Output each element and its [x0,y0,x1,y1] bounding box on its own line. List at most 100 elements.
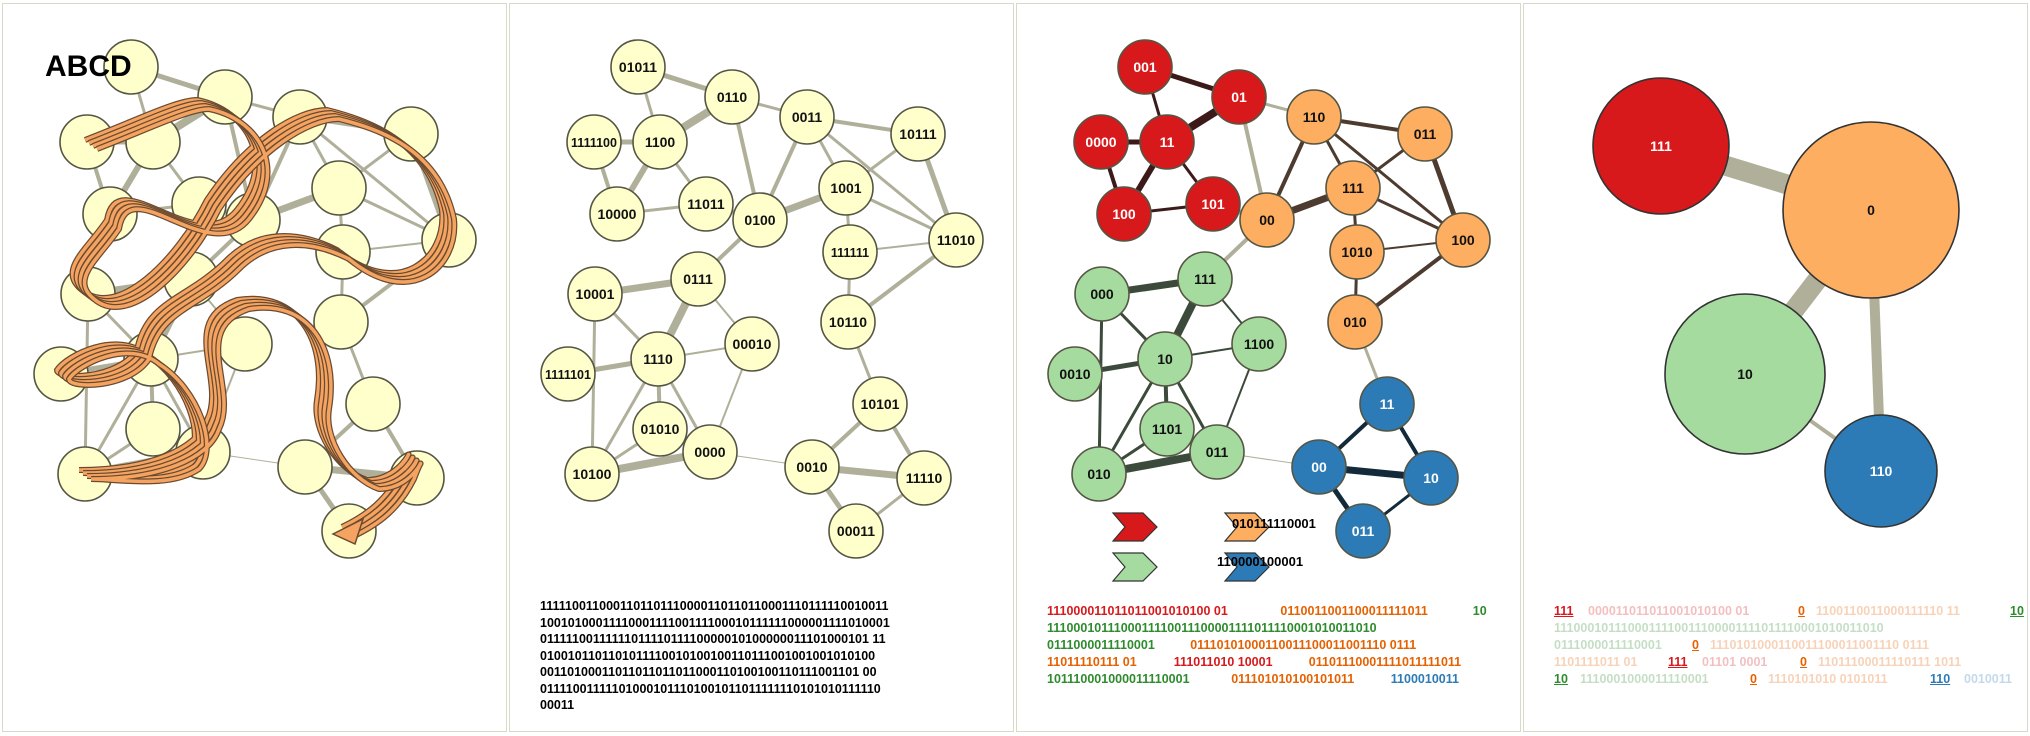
node-label: 0010 [1059,366,1090,382]
faded-segment: 11011100011110111 1011 [1818,655,1962,669]
node-label: 10111 [899,126,937,142]
node-label: 11011 [687,196,725,212]
node-label: 10001 [576,286,615,302]
node-label: 011 [1352,523,1375,539]
community-token: 10 [1554,672,1568,686]
sequence-line: 00011 [540,698,575,712]
node-label: 010 [1087,466,1111,482]
node-label: 111 [1650,138,1672,154]
graph-edge [299,115,450,242]
graph-node: 010 [1327,294,1383,350]
encoded-sequence: 1111100110001101101110000110110110001110… [540,598,1000,714]
faded-segment: 0111000011110001 [1554,638,1662,652]
graph-edge [1313,115,1464,242]
faded-segment: 1110101000110011100011001110 0111 [1710,638,1930,652]
node-label: 110 [1303,109,1326,125]
graph-node: 10001 [567,266,623,322]
node-label: 10 [1157,351,1173,367]
graph-node: 101 [1185,176,1241,232]
graph-node: 011 [1189,424,1245,480]
graph-node: 1110 [630,331,686,387]
node-label: 11 [1160,134,1175,150]
node-label: 1111101 [545,368,591,382]
node-label: 101 [1201,196,1225,212]
node-label: 1001 [830,180,861,196]
graph-node [103,39,159,95]
graph-node: 10000 [589,186,645,242]
graph-node [345,376,401,432]
graph-node: 0100 [732,192,788,248]
node-label: 111111 [831,246,869,260]
node-label: 01011 [619,59,657,75]
walk-path [53,96,458,539]
graph-node: 1101 [1139,401,1195,457]
community-token: 0 [1798,604,1805,618]
graph-node: 1001 [818,160,874,216]
node-label: 11010 [937,232,975,248]
node-label: 10000 [598,206,637,222]
faded-segment: 000011011011001010100 01 [1588,604,1750,618]
node-label: 10 [1737,366,1753,382]
graph-node: 0000 [682,424,738,480]
graph-node: 0010 [1047,346,1103,402]
node-label: 010 [1343,314,1367,330]
node-label: 0010 [796,459,827,475]
node-label: 0100 [744,212,775,228]
graph-node: 00 [1291,439,1347,495]
walk-graph [33,39,477,559]
sequence-segment: 1110001011100011110011100001111011110001… [1047,621,1377,635]
node-label: 11110 [906,470,943,486]
community-token: 110 [1930,672,1951,686]
community-token: 0 [1750,672,1757,686]
graph-node: 10101 [852,376,908,432]
legend-label-blue: 110000100001 [1217,554,1304,569]
sequence-segment: 111000011011011001010100 01 [1047,604,1228,618]
sequence-line: 1001010001111000111100111100010111111000… [540,615,890,630]
graph-node: 1100 [632,114,688,170]
sequence-line: 1111100110001101101110000110110110001110… [540,599,889,613]
node-label: 100 [1112,206,1136,222]
graph-node: 100 [1435,212,1491,268]
node-label: 1110 [643,351,673,367]
graph-node: 0010 [784,439,840,495]
graph-node: 11 [1359,376,1415,432]
legend-chevron-icon [1223,512,1270,542]
node-label: 111 [1342,180,1364,196]
graph-node: 10110 [820,294,876,350]
graph-node: 0111 [670,251,726,307]
graph-node: 11110 [896,450,952,506]
node-label: 100 [1451,232,1475,248]
sequence-line: 0111110011111101111011110000010100000011… [540,632,886,646]
node-label: 0000 [694,444,725,460]
sequence-segment: 111011010 10001 [1173,655,1273,669]
graph-node: 1010 [1329,224,1385,280]
sequence-segment: 11011110111 01 [1047,655,1137,669]
sequence-line: 0011010001101101101101100011010010011011… [540,665,877,679]
graph-node: 10111 [890,106,946,162]
node-label: 00 [1311,459,1327,475]
graph-node: 10 [1403,450,1459,506]
node-label: 11 [1380,396,1395,412]
node-label: 10100 [573,466,612,482]
node-label: 10110 [829,314,867,330]
sequence-segment: 101110001000011110001 [1047,672,1190,686]
node-label: 0111 [683,271,713,287]
sequence-segment: 01110101000110011100011001110 0111 [1190,638,1417,652]
node-label: 1100 [1244,336,1275,352]
sequence-line: 0100101101101011110010100100110111001001… [540,648,876,663]
legend-chevron-icon [1111,512,1158,542]
graph-node: 111111 [822,224,878,280]
graph-node: 10 [1137,331,1193,387]
faded-segment: 1101111011 01 [1554,655,1638,669]
node-label: 0000 [1085,134,1116,150]
node-label: 1100 [645,134,676,150]
graph-node: 11010 [928,212,984,268]
graph-node: 11 [1139,114,1195,170]
community-token: 111 [1668,655,1688,669]
graph-node: 00 [1239,192,1295,248]
legend-label-orange: 010111110001 [1232,516,1316,531]
